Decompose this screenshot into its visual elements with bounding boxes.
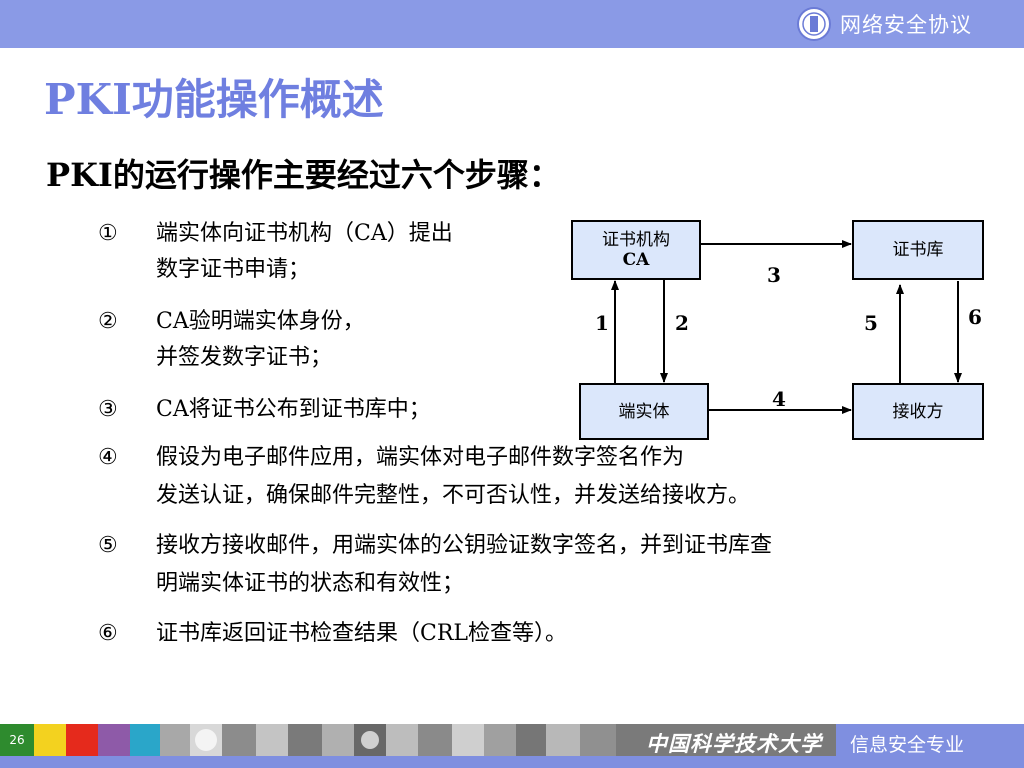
receiver-box: 接收方: [852, 383, 984, 440]
edge-label-6: 6: [968, 305, 982, 329]
edge-label-1: 1: [595, 311, 609, 335]
step-text-line: 并签发数字证书；: [156, 345, 333, 370]
ca-label: 证书机构: [602, 230, 670, 250]
step-text-line: 接收方接收邮件，用端实体的公钥验证数字签名，并到证书库查: [156, 533, 773, 558]
receiver-label: 接收方: [892, 401, 944, 422]
edge-label-5: 5: [864, 311, 878, 335]
step-text-line: 假设为电子邮件应用，端实体对电子邮件数字签名作为: [156, 445, 685, 470]
step-number: ④: [98, 445, 118, 470]
page-subtitle: PKI的运行操作主要经过六个步骤：: [46, 156, 561, 194]
university-logo-icon: [796, 6, 832, 42]
ca-box: 证书机构 CA: [571, 220, 701, 280]
edge-label-3: 3: [767, 263, 781, 287]
course-title: 网络安全协议: [840, 13, 972, 37]
step-text-line: 数字证书申请；: [156, 257, 311, 282]
step-number: ②: [98, 309, 118, 334]
university-name: 中国科学技术大学: [646, 731, 822, 756]
end-entity-box: 端实体: [579, 383, 709, 440]
edge-label-2: 2: [675, 311, 689, 335]
step-text-line: 明端实体证书的状态和有效性；: [156, 571, 465, 596]
step-number: ⑥: [98, 621, 118, 646]
step-number: ⑤: [98, 533, 118, 558]
repository-box: 证书库: [852, 220, 984, 280]
ca-abbrev: CA: [622, 250, 650, 270]
repository-label: 证书库: [892, 240, 944, 260]
edge-label-4: 4: [772, 387, 786, 411]
department-name: 信息安全专业: [850, 734, 965, 756]
page-number: 26: [0, 724, 34, 756]
end-entity-label: 端实体: [618, 401, 670, 422]
page-title: PKI功能操作概述: [44, 75, 384, 124]
step-text-line: CA验明端实体身份，: [156, 309, 365, 334]
footer-bar: [0, 724, 1024, 768]
step-number: ①: [98, 221, 118, 246]
step-text-line: CA将证书公布到证书库中；: [156, 397, 431, 422]
step-text-line: 端实体向证书机构（CA）提出: [156, 221, 453, 246]
step-text-line: 证书库返回证书检查结果（CRL检查等）。: [156, 621, 568, 646]
step-text-line: 发送认证，确保邮件完整性，不可否认性，并发送给接收方。: [156, 483, 751, 508]
step-number: ③: [98, 397, 118, 422]
header-bar: [0, 0, 1024, 48]
